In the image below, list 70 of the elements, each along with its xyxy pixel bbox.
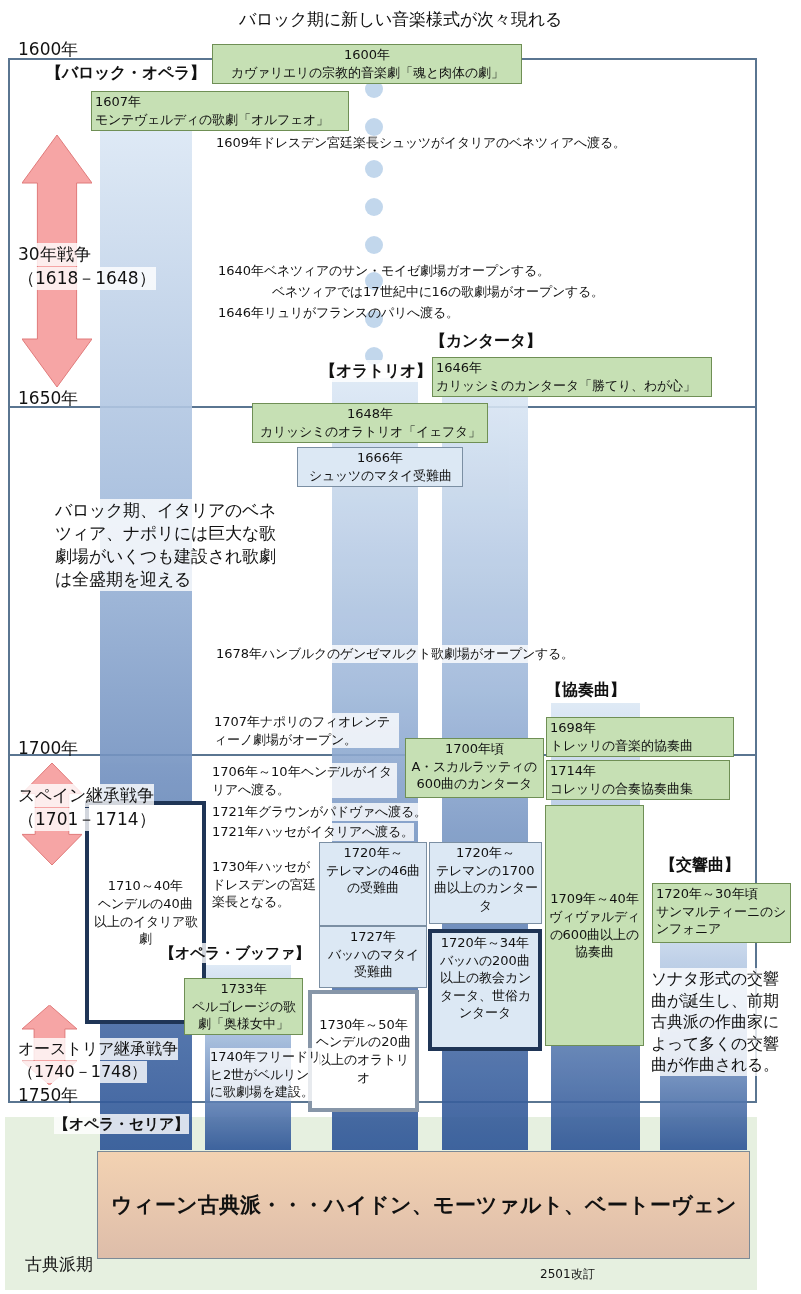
banner-text: ウィーン古典派・・・ハイドン、モーツァルト、ベートーヴェン: [110, 1192, 737, 1219]
year-text: 1600年: [343, 46, 391, 64]
genre-heading: 【オペラ・セリア】: [54, 1114, 189, 1135]
event-note: 1706年～10年ヘンデルがイタリアへ渡る。: [212, 763, 397, 799]
event-text: ヴィヴァルディの600曲以上の協奏曲: [549, 907, 640, 961]
event-box: [545, 805, 644, 1046]
year-text: 1720年～30年頃: [656, 885, 758, 903]
event-box: [652, 883, 791, 943]
year-text: 1720年～34年: [440, 934, 530, 952]
event-text: ペルゴレージの歌劇「奥様女中」: [190, 997, 297, 1033]
event-note: 1721年ハッセがイタリアへ渡る。: [212, 823, 415, 841]
event-text: テレマンの46曲の受難曲: [324, 861, 422, 897]
year-text: 1607年: [95, 93, 142, 111]
event-box: [91, 91, 349, 131]
event-note: 1730年ハッセがドレスデンの宮廷楽長となる。: [212, 858, 316, 911]
event-box: [212, 44, 522, 84]
year-text: 1714年: [550, 762, 597, 780]
event-box: [308, 990, 419, 1112]
year-label: 1700年: [18, 737, 79, 760]
event-box: [546, 760, 730, 800]
event-box: [297, 447, 463, 487]
event-note: 1707年ナポリのフィオレンティーノ劇場がオープン。: [214, 713, 399, 749]
event-text: トレッリの音楽的協奏曲: [550, 736, 693, 755]
event-box: [252, 403, 488, 443]
event-box: [405, 738, 544, 798]
event-box: [429, 842, 542, 924]
war-label: スペイン継承戦争: [18, 784, 154, 807]
year-text: 1709年～40年: [550, 890, 639, 908]
event-text: バッハの200曲以上の教会カンタータ、世俗カンタータ: [438, 951, 532, 1022]
event-note: 1640年ベネツィアのサン・モイゼ劇場ガオープンする。: [218, 262, 551, 280]
year-text: 1727年: [349, 928, 397, 946]
year-label: 1600年: [18, 38, 79, 61]
year-text: 1730年～50年: [319, 1015, 408, 1034]
revision-note: 2501改訂: [540, 1266, 595, 1283]
event-note: ベネツィアでは17世紀中に16の歌劇場がオープンする。: [272, 283, 605, 301]
event-text: モンテヴェルディの歌劇「オルフェオ」: [95, 110, 329, 129]
year-label: 1750年: [18, 1084, 79, 1107]
event-box: [428, 929, 542, 1051]
event-text: コレッリの合奏協奏曲集: [550, 779, 693, 798]
year-text: 1700年頃: [444, 740, 505, 758]
event-text: カリッシミのオラトリオ「イェフタ」: [259, 422, 481, 441]
event-box: [184, 978, 303, 1035]
event-note: 1646年リュリがフランスのパリへ渡る。: [218, 304, 460, 322]
year-text: 1710～40年: [107, 877, 184, 895]
year-text: 1720年～: [455, 844, 516, 862]
year-text: 1720年～: [343, 844, 403, 862]
school-banner: [97, 1151, 750, 1259]
event-text: A・スカルラッティの600曲のカンタータ: [410, 757, 539, 793]
year-text: 1698年: [550, 719, 597, 737]
event-text: シュッツのマタイ受難曲: [308, 466, 452, 485]
period-label: 古典派期: [25, 1253, 93, 1276]
event-text: カヴァリエリの宗教的音楽劇「魂と肉体の劇」: [230, 63, 504, 82]
year-text: 1646年: [436, 359, 483, 377]
event-text: サンマルティーニのシンフォニア: [656, 902, 787, 938]
event-text: バッハのマタイ受難曲: [326, 945, 420, 981]
title: バロック期に新しい音楽様式が次々現れる: [238, 8, 563, 31]
event-note: 1740年フリードリヒ2世がベルリンに歌劇場を建設。: [210, 1048, 322, 1101]
event-text: カリッシミのカンタータ「勝てり、わが心」: [436, 376, 696, 395]
event-box: [546, 717, 734, 757]
war-label: 30年戦争: [18, 243, 91, 266]
event-box: [319, 842, 427, 926]
war-label: オーストリア継承戦争: [18, 1038, 178, 1060]
year-text: 1733年: [220, 980, 267, 998]
event-box: [319, 926, 427, 988]
year-text: 1648年: [346, 405, 394, 423]
event-box: [432, 357, 712, 397]
event-note: 1609年ドレスデン宮廷楽長シュッツがイタリアのベネツィアへ渡る。: [216, 134, 627, 152]
year-text: 1666年: [356, 449, 404, 467]
year-label: 1650年: [18, 387, 79, 410]
event-text: テレマンの1700曲以上のカンタータ: [433, 861, 538, 915]
